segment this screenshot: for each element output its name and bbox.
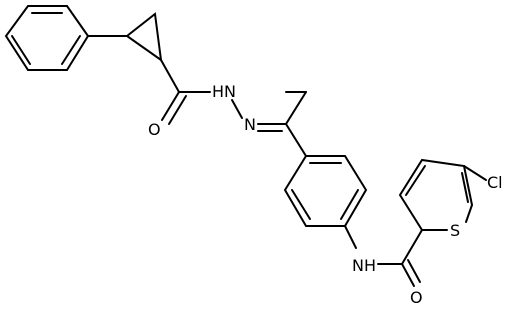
phenyl-ring [4, 5, 90, 71]
hydrazone-n-label: N [244, 115, 256, 134]
hydrazide-nh-label: HN [212, 82, 236, 101]
thiophene-ring [398, 158, 487, 231]
cyclopropane-ring [87, 12, 180, 93]
amide-nh-label: NH [352, 256, 376, 275]
carbonyl-oxygen-label-1: O [148, 120, 161, 139]
hydrazide-linker [161, 91, 307, 157]
amide-linker [377, 229, 423, 287]
chloro-label: Cl [487, 173, 503, 192]
benzene-ring [283, 155, 368, 249]
carbonyl-oxygen-label-2: O [410, 288, 423, 307]
thiophene-sulfur-label: S [450, 221, 460, 240]
